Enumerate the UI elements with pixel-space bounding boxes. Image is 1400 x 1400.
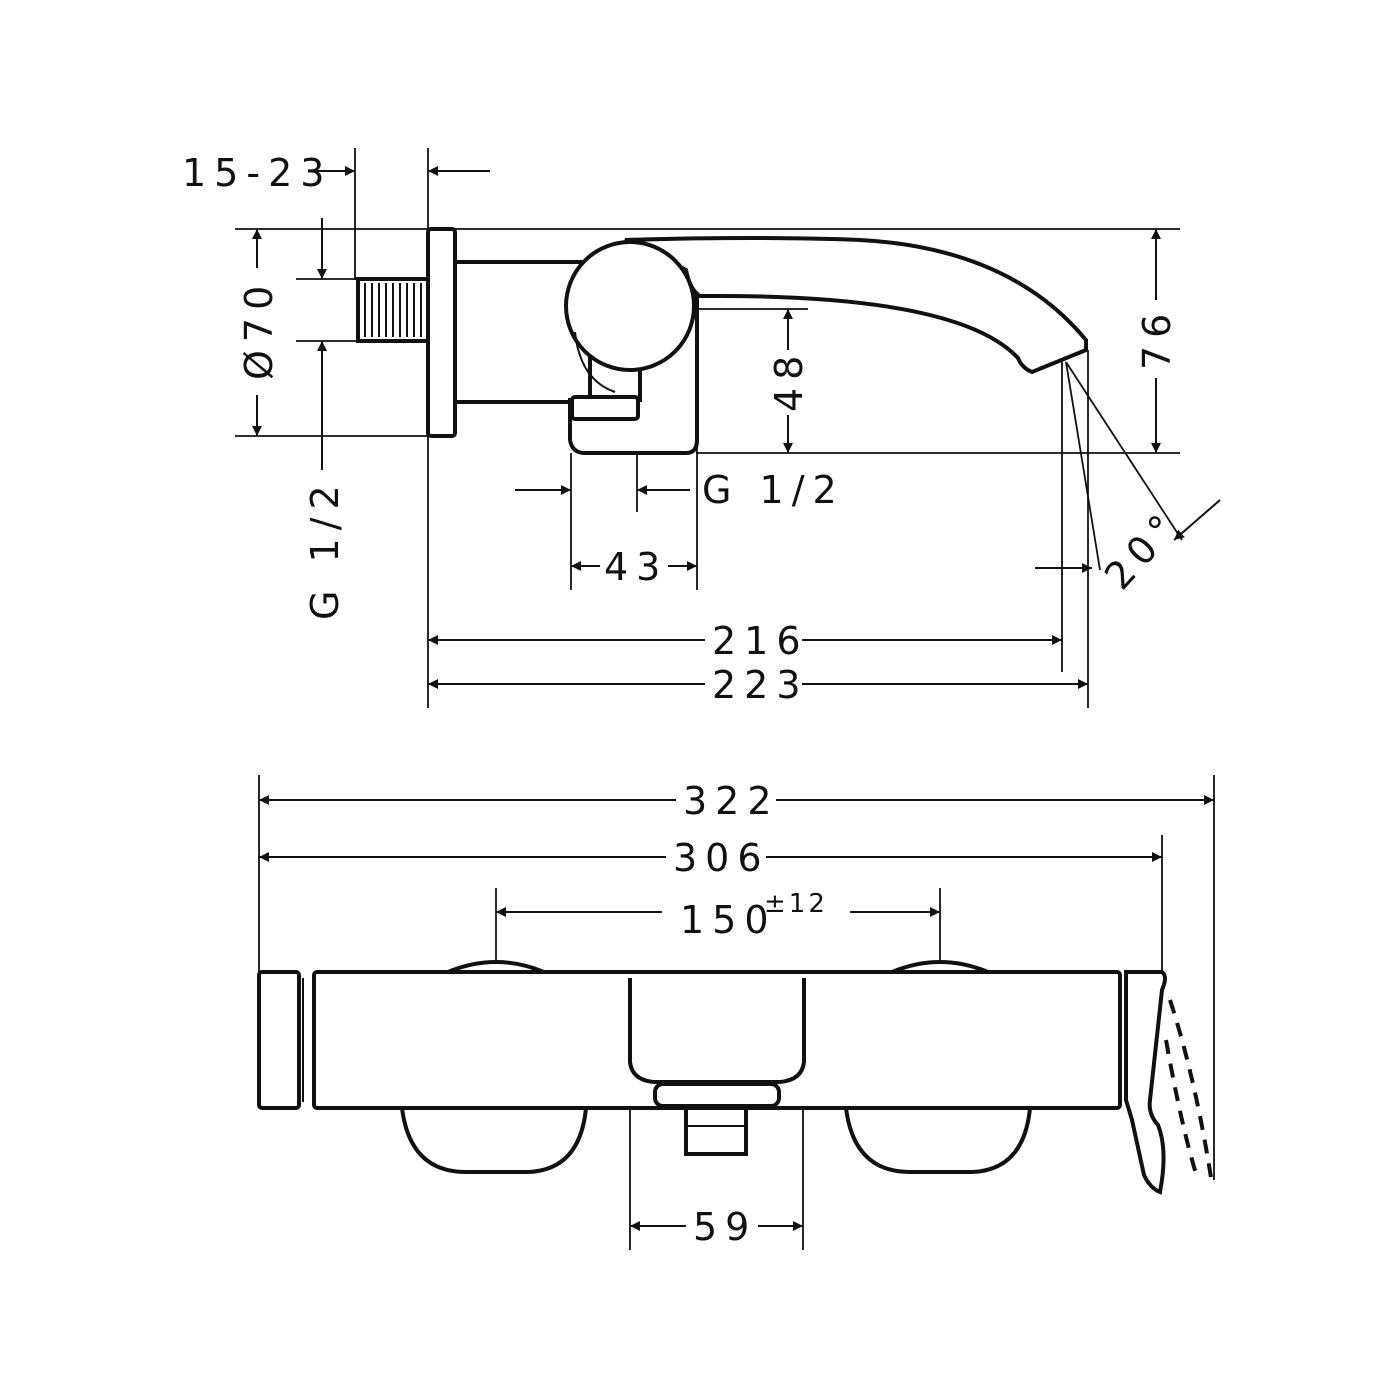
dim-centres: 150 ±12 — [496, 889, 940, 942]
dim-flange-diameter-label: Ø70 — [237, 278, 281, 380]
dim-outlet-thread: G 1/2 — [515, 468, 845, 512]
spout — [624, 236, 1088, 375]
left-wall-connector — [399, 960, 589, 1174]
dim-overall-height: 76 — [1135, 229, 1179, 453]
dim-diverter-width-label: 59 — [693, 1205, 757, 1249]
dim-supply-offset: 15-23 — [182, 151, 490, 195]
dim-height-outlet: 48 — [767, 309, 811, 453]
dim-projection-long-label: 223 — [712, 663, 809, 707]
dim-flange-diameter: Ø70 — [237, 229, 281, 436]
dim-centres-tolerance-label: ±12 — [764, 889, 828, 919]
dim-projection-short-label: 216 — [712, 619, 809, 663]
right-wall-connector — [843, 960, 1033, 1174]
dim-supply-offset-label: 15-23 — [182, 151, 332, 195]
dim-outlet-width: 43 — [571, 545, 697, 589]
dim-supply-thread: G 1/2 — [303, 218, 347, 620]
outlet-thread-side — [570, 395, 640, 421]
dim-body-width-label: 306 — [673, 836, 770, 880]
dim-outlet-width-label: 43 — [604, 545, 668, 589]
dim-overall-width-label: 322 — [683, 779, 780, 823]
dim-body-width: 306 — [259, 836, 1162, 880]
dim-outlet-thread-label: G 1/2 — [702, 468, 845, 512]
dim-overall-height-label: 76 — [1135, 306, 1179, 370]
dim-overall-width: 322 — [259, 779, 1214, 823]
dim-spout-angle-label: 20° — [1096, 501, 1190, 598]
dim-projection-short: 216 — [428, 619, 1062, 663]
diverter — [628, 978, 806, 1156]
dim-projection-long: 223 — [428, 663, 1088, 707]
top-view: 322 306 150 ±12 59 — [257, 775, 1215, 1250]
side-view: 15-23 Ø70 G 1/2 48 G 1/2 — [182, 148, 1221, 708]
dim-supply-thread-label: G 1/2 — [303, 477, 347, 620]
end-cap — [257, 970, 301, 1110]
dim-diverter-width: 59 — [630, 1205, 803, 1249]
dim-height-outlet-label: 48 — [767, 348, 811, 412]
side-extension-lines — [235, 148, 1183, 708]
dim-centres-label: 150 — [680, 898, 777, 942]
wall-flange — [426, 227, 457, 438]
handle-knob-side — [564, 240, 696, 372]
spout-top — [1124, 970, 1214, 1195]
threaded-supply-connector — [356, 277, 430, 343]
